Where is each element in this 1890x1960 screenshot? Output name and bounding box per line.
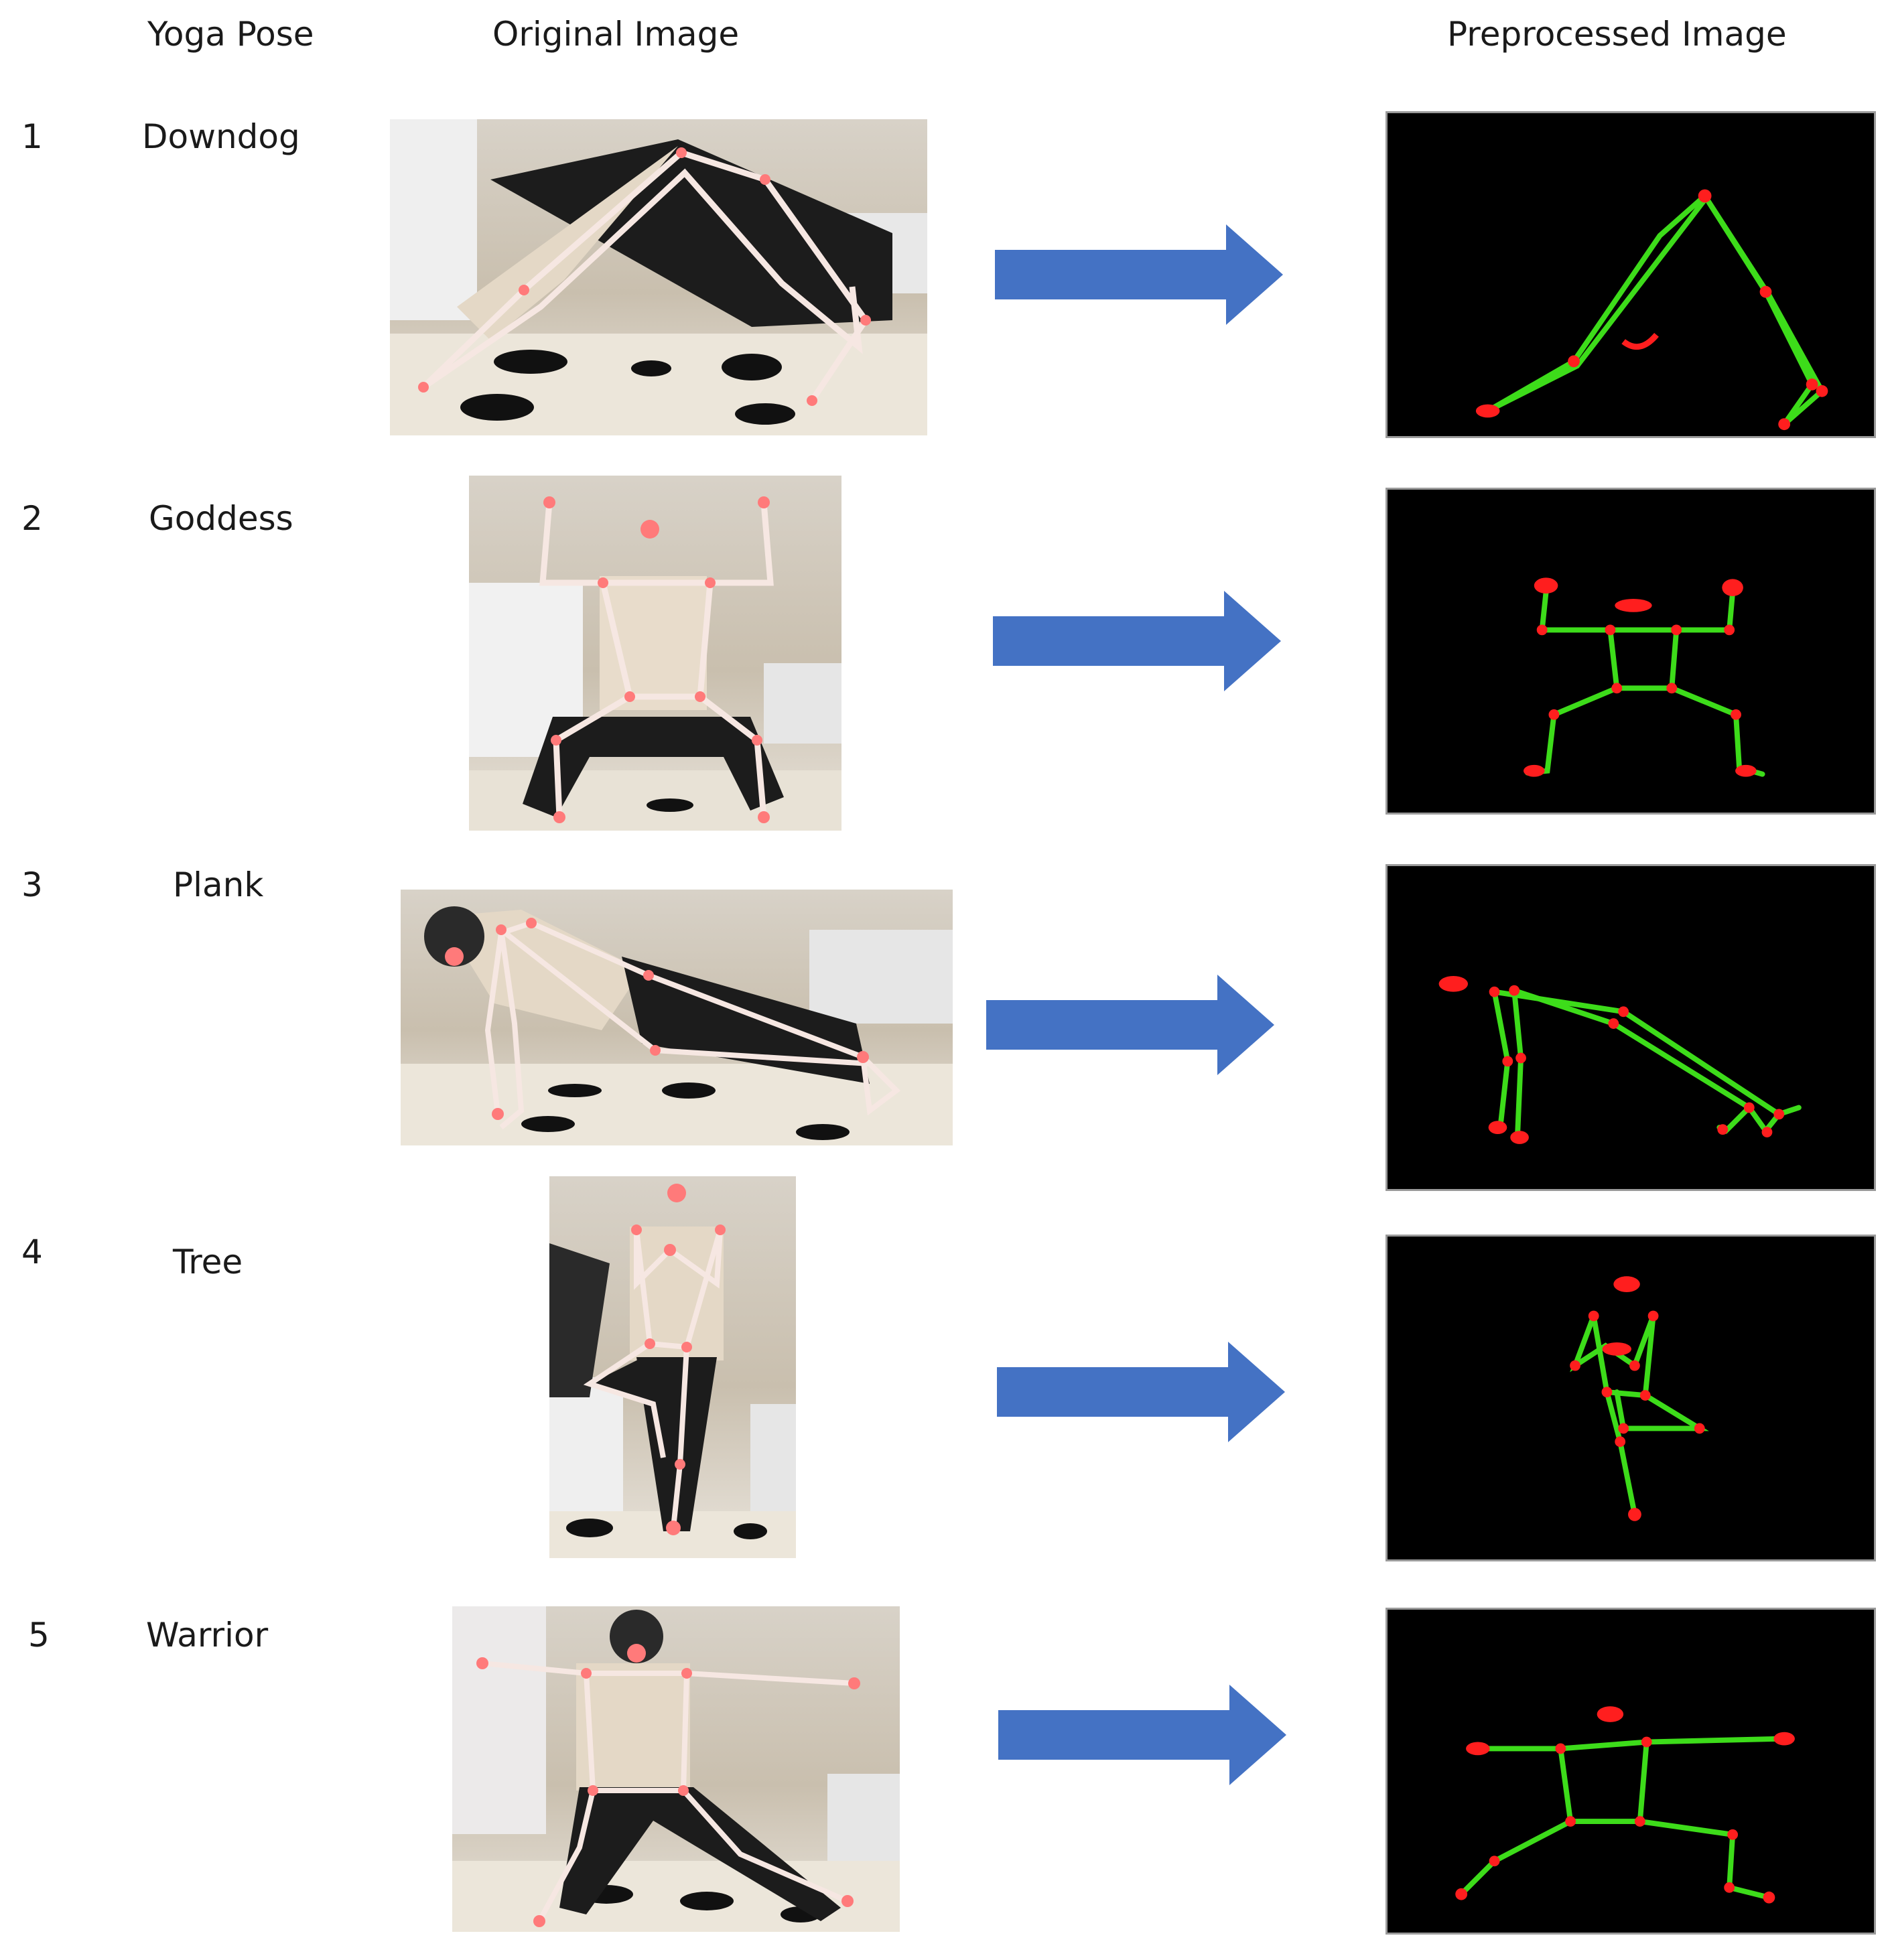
preprocessed-image-plank [1386,864,1876,1191]
original-image-tree [549,1176,796,1558]
pose-name: Goddess [149,499,293,538]
skeleton-drawing [1475,189,1828,431]
pose-name: Plank [173,865,264,904]
pose-name: Downdog [142,117,300,156]
header-yoga-pose: Yoga Pose [147,15,314,54]
right-arrow-icon [995,224,1283,325]
right-arrow-icon [998,1685,1286,1785]
pose-name: Tree [173,1243,243,1281]
skeleton-drawing [1455,1706,1795,1904]
photo-skeleton [469,496,841,831]
pose-name: Warrior [146,1616,269,1655]
photo-skeleton [549,1184,796,1558]
photo-skeleton [401,906,953,1145]
header-original-image: Original Image [492,15,740,54]
preprocessed-image-warrior [1386,1608,1876,1935]
original-image-warrior [452,1606,900,1932]
photo-skeleton [390,119,927,435]
row-number: 2 [21,499,43,538]
original-image-goddess [469,476,841,831]
right-arrow-icon [986,975,1274,1075]
skeleton-drawing [1438,975,1802,1144]
row-number: 1 [21,117,43,156]
right-arrow-icon [993,591,1281,691]
skeleton-drawing [1523,577,1765,777]
preprocessed-image-tree [1386,1235,1876,1561]
preprocessed-image-goddess [1386,488,1876,815]
row-number: 5 [28,1616,50,1655]
photo-skeleton [452,1606,900,1932]
skeleton-drawing [1570,1276,1709,1521]
original-image-downdog [390,119,927,435]
preprocessed-image-downdog [1386,111,1876,438]
header-preprocessed-image: Preprocessed Image [1447,15,1787,54]
row-number: 3 [21,865,43,904]
original-image-plank [401,890,953,1145]
row-number: 4 [21,1233,43,1271]
right-arrow-icon [997,1342,1285,1442]
